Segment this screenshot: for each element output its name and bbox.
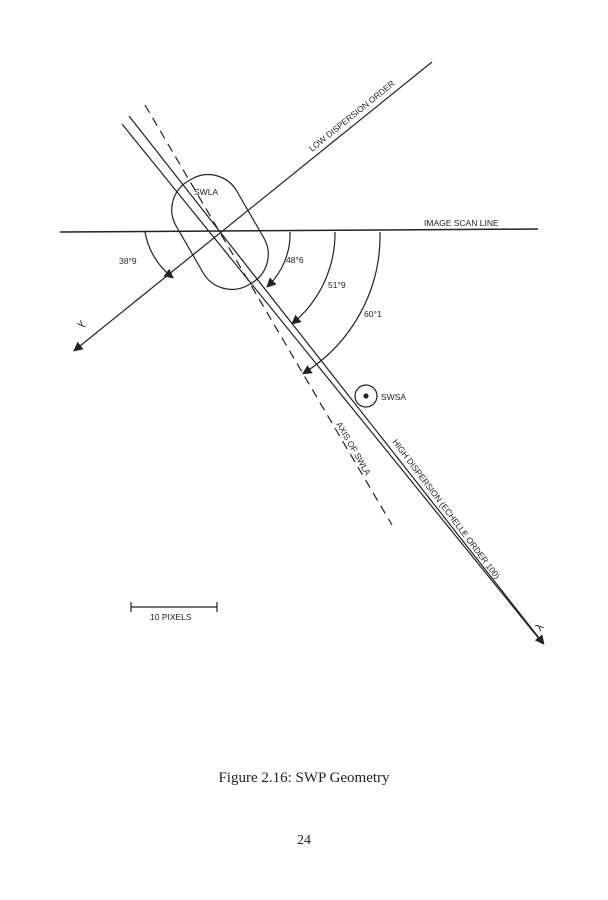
angle-label-38-9: 38°9 <box>119 256 137 266</box>
image-scan-line <box>59 228 539 233</box>
angle-arc-38-9 <box>144 231 174 279</box>
axis-swla-label: AXIS OF SWLA <box>334 420 373 477</box>
lambda-low-label: λ <box>74 318 87 331</box>
scale-bar-label: 10 PIXELS <box>150 612 192 622</box>
high-dispersion-line-a <box>121 123 541 641</box>
angle-label-51-9: 51°9 <box>328 280 346 290</box>
angle-arc-51-9 <box>291 231 336 325</box>
low-dispersion-order-line <box>73 61 433 352</box>
angle-arc-60-1 <box>301 231 381 375</box>
page-number: 24 <box>297 833 311 848</box>
lambda-high-label: λ <box>534 621 547 633</box>
axis-of-swla-dashed <box>144 104 393 526</box>
angle-arc-48-6 <box>266 231 291 288</box>
scan-line-label: IMAGE SCAN LINE <box>424 218 499 228</box>
high-dispersion-line-b <box>128 115 545 645</box>
swla-label: SWLA <box>194 187 218 197</box>
angle-label-48-6: 48°6 <box>286 255 304 265</box>
swla-aperture <box>171 174 269 290</box>
high-dispersion-label: HIGH DISPERSION (ECHELLE ORDER 100) <box>390 437 502 581</box>
angle-label-60-1: 60°1 <box>364 309 382 319</box>
swsa-aperture <box>354 384 378 408</box>
figure-caption: Figure 2.16: SWP Geometry <box>218 770 390 786</box>
swsa-label: SWSA <box>381 392 406 402</box>
low-dispersion-label: LOW DISPERSION ORDER <box>307 78 397 153</box>
swsa-center-dot <box>363 393 369 399</box>
